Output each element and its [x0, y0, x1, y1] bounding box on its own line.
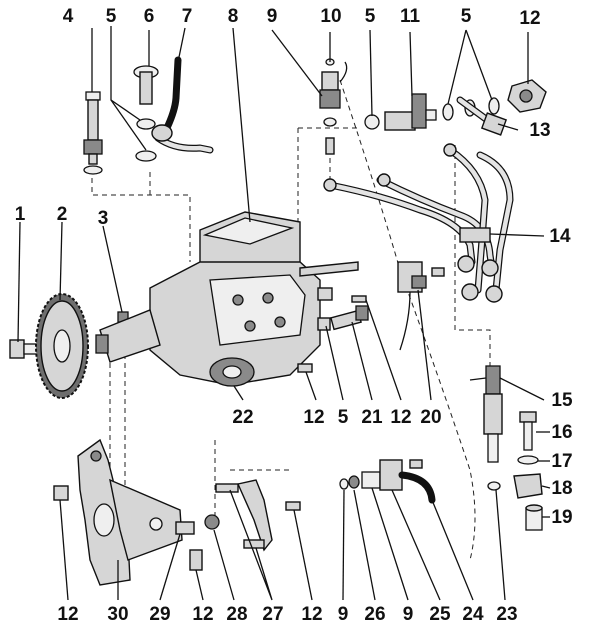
- part-sensor-20: [351, 261, 445, 351]
- part-clamp-18: [513, 473, 543, 499]
- callout-23: 23: [496, 604, 517, 625]
- callout-9: 9: [267, 6, 278, 27]
- part-link-27: [215, 479, 273, 552]
- part-banjo-bolt-6: [133, 65, 159, 162]
- part-29: [175, 521, 195, 535]
- callout-8: 8: [228, 6, 239, 27]
- part-injector-15: [469, 365, 503, 463]
- leader-lines: [17, 26, 551, 601]
- part-valve-10: [319, 58, 348, 155]
- callout-12: 12: [192, 604, 213, 625]
- callout-30: 30: [107, 604, 128, 625]
- callout-13: 13: [529, 120, 550, 141]
- part-bolts-12-bottom: [53, 363, 313, 571]
- callout-28: 28: [226, 604, 247, 625]
- callout-12: 12: [390, 407, 411, 428]
- callout-9: 9: [338, 604, 349, 625]
- callout-5: 5: [365, 6, 376, 27]
- callout-27: 27: [262, 604, 283, 625]
- part-bracket-30: [77, 438, 183, 586]
- part-timing-gear: [35, 293, 89, 399]
- callout-1: 1: [15, 204, 26, 225]
- part-bolt-16: [519, 411, 537, 451]
- part-nut-12-top: [507, 79, 547, 113]
- part-washer-17: [517, 455, 539, 465]
- callout-2: 2: [57, 204, 68, 225]
- callout-20: 20: [420, 407, 441, 428]
- callout-5: 5: [461, 6, 472, 27]
- callout-3: 3: [98, 208, 109, 229]
- callout-5: 5: [338, 407, 349, 428]
- part-sleeve-19: [525, 504, 543, 531]
- callout-9: 9: [403, 604, 414, 625]
- callout-17: 17: [551, 451, 572, 472]
- callout-14: 14: [549, 226, 571, 247]
- callout-21: 21: [361, 407, 383, 428]
- callout-5: 5: [106, 6, 117, 27]
- callout-24: 24: [462, 604, 484, 625]
- callout-12: 12: [57, 604, 78, 625]
- callout-12: 12: [519, 8, 540, 29]
- part-injection-pump-body: [95, 211, 359, 387]
- callout-16: 16: [551, 422, 572, 443]
- part-screw-21: [330, 305, 369, 331]
- callout-19: 19: [551, 507, 572, 528]
- part-connector-11: [364, 93, 437, 131]
- callout-6: 6: [144, 6, 155, 27]
- callout-26: 26: [364, 604, 385, 625]
- part-washers-and-fitting-13: [442, 96, 508, 136]
- callout-10: 10: [320, 6, 341, 27]
- callout-18: 18: [551, 478, 572, 499]
- callout-15: 15: [551, 390, 573, 411]
- callout-22: 22: [232, 407, 253, 428]
- callout-4: 4: [63, 6, 74, 27]
- part-4: [83, 91, 103, 175]
- callout-labels: 1 2 3 4 5 6 7 8 9 10 5 11 5 12 13 14 15 …: [15, 6, 573, 625]
- callout-25: 25: [429, 604, 451, 625]
- callout-12: 12: [303, 407, 324, 428]
- part-return-pipe-7: [151, 56, 214, 154]
- part-injector-pipes-14: [323, 143, 514, 303]
- part-valve-assembly-25: [339, 459, 501, 504]
- callout-11: 11: [400, 6, 421, 27]
- callout-7: 7: [182, 6, 193, 27]
- callout-29: 29: [149, 604, 170, 625]
- callout-12: 12: [301, 604, 322, 625]
- part-nut-28: [204, 514, 220, 530]
